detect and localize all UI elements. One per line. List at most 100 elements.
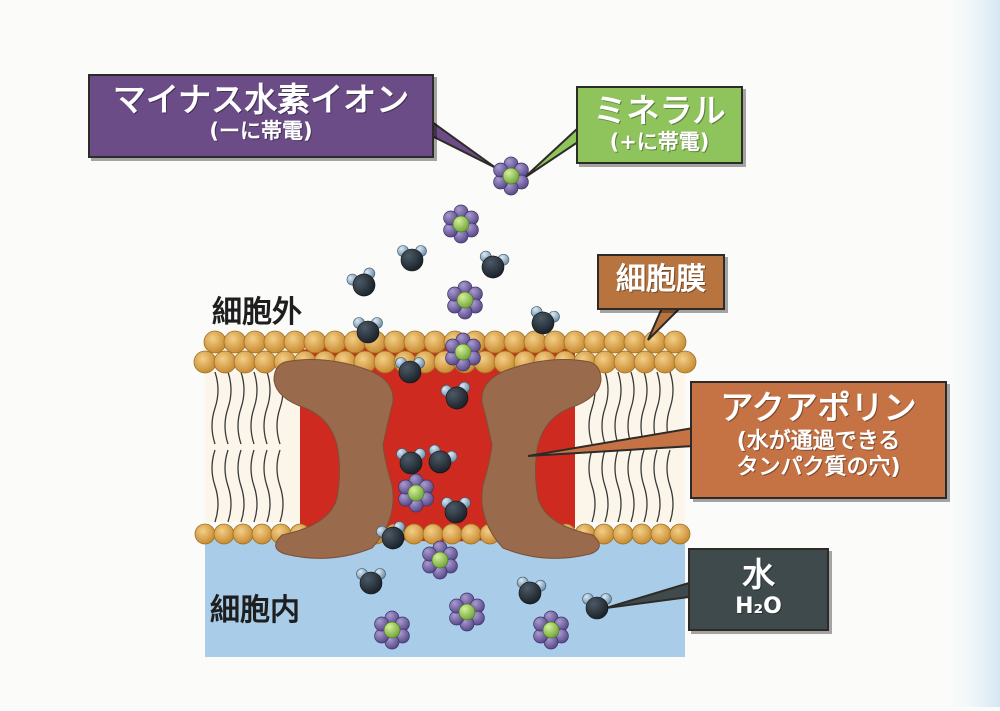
lipid-head <box>583 330 607 354</box>
aquaporin-title: アクアポリン <box>720 388 917 427</box>
lipid-tail <box>263 449 271 523</box>
lipid-head <box>503 330 527 354</box>
lipid-head <box>383 330 407 354</box>
aquaporin-label: アクアポリン (水が通過できる タンパク質の穴) <box>690 381 947 499</box>
lipid-head <box>653 350 677 374</box>
lipid-head <box>663 330 687 354</box>
lipid-head <box>203 330 227 354</box>
water-title: 水 <box>742 555 775 594</box>
oxygen-atom <box>381 526 405 550</box>
lipid-head <box>233 350 257 374</box>
water-molecule <box>346 267 376 297</box>
lipid-head <box>194 523 216 545</box>
mineral-ion <box>431 551 449 569</box>
lipid-tail <box>627 449 635 523</box>
water-molecule <box>582 593 612 620</box>
lipid-head <box>623 330 647 354</box>
water-molecule <box>356 568 386 595</box>
oxygen-atom <box>356 320 380 344</box>
water-formula: H₂O <box>735 593 782 619</box>
water-molecule <box>441 497 471 524</box>
lipid-tail <box>601 449 609 523</box>
mineral-ion <box>456 291 474 309</box>
ion-cluster <box>447 280 483 320</box>
lipid-head <box>563 330 587 354</box>
mineral-title: ミネラル <box>593 91 726 130</box>
ion-cluster <box>443 204 479 244</box>
oxygen-atom <box>531 311 555 335</box>
oxygen-atom <box>428 450 452 474</box>
mineral-ion <box>452 215 470 233</box>
aquaporin-protein-left <box>273 359 394 559</box>
lipid-tail <box>250 371 258 445</box>
aquaporin-subtitle-line1: (水が通過できる <box>736 428 901 454</box>
lipid-head <box>253 350 277 374</box>
oxygen-atom <box>352 273 376 297</box>
lipid-head <box>213 350 237 374</box>
lipid-head <box>263 330 287 354</box>
ion-cluster <box>445 332 481 372</box>
lipid-tails <box>211 371 674 523</box>
lipid-tail <box>588 449 596 523</box>
oxygen-atom <box>400 248 424 272</box>
oxygen-atom <box>398 360 422 384</box>
ion-cluster <box>374 610 410 650</box>
water-molecule <box>396 448 426 475</box>
oxygen-atom <box>444 500 468 524</box>
ion-cluster <box>533 610 569 650</box>
lipid-head <box>613 350 637 374</box>
lipid-tail <box>601 371 609 445</box>
ion-cluster <box>449 592 485 632</box>
hydrogen-ion-subtitle: (ーに帯電) <box>209 118 313 143</box>
ion-cluster <box>422 540 458 580</box>
lipid-head <box>213 523 235 545</box>
lipid-tail <box>237 449 245 523</box>
molecules <box>346 156 612 650</box>
water-label: 水 H₂O <box>688 548 829 631</box>
mineral-ion <box>542 621 560 639</box>
lipid-tail <box>250 449 258 523</box>
ion-cluster <box>493 156 529 196</box>
ion-cluster <box>398 473 434 513</box>
lipid-head <box>441 523 463 545</box>
oxygen-atom <box>359 571 383 595</box>
oxygen-atom <box>445 386 469 410</box>
hydrogen-pointer <box>431 120 497 169</box>
lipid-tail <box>211 449 219 523</box>
lipid-tail <box>276 449 284 523</box>
lipid-tail <box>627 371 635 445</box>
water-molecule <box>516 576 547 605</box>
mineral-ion <box>383 621 401 639</box>
lipid-tail <box>211 371 219 445</box>
outside-cell-label: 細胞外 <box>212 295 302 330</box>
lipid-head <box>193 350 217 374</box>
mineral-ion <box>458 603 476 621</box>
mineral-subtitle: (+に帯電) <box>609 129 710 154</box>
hydrogen-ion-label: マイナス水素イオン (ーに帯電) <box>88 74 434 158</box>
scan-edge-tint <box>935 0 1000 707</box>
water-molecule <box>428 444 458 474</box>
lipid-head <box>669 523 691 545</box>
lipid-head <box>631 523 653 545</box>
lipid-tail <box>653 371 661 445</box>
lipid-head <box>633 350 657 374</box>
water-molecule <box>376 521 406 550</box>
lipid-head <box>223 330 247 354</box>
lipid-head <box>373 350 397 374</box>
lipid-head <box>460 523 482 545</box>
oxygen-atom <box>585 596 609 620</box>
lipid-head <box>423 330 447 354</box>
lipid-tail <box>224 449 232 523</box>
lipid-head <box>403 330 427 354</box>
mineral-pointer <box>523 125 579 179</box>
lipid-tail <box>237 371 245 445</box>
oxygen-atom <box>481 255 505 279</box>
water-molecule <box>395 357 425 384</box>
lipid-head <box>543 330 567 354</box>
lipid-tail <box>640 449 648 523</box>
lipid-head <box>243 330 267 354</box>
water-molecule <box>530 306 560 335</box>
inside-cell-label: 細胞内 <box>210 593 300 628</box>
lipid-tail <box>614 371 622 445</box>
lipid-head <box>612 523 634 545</box>
